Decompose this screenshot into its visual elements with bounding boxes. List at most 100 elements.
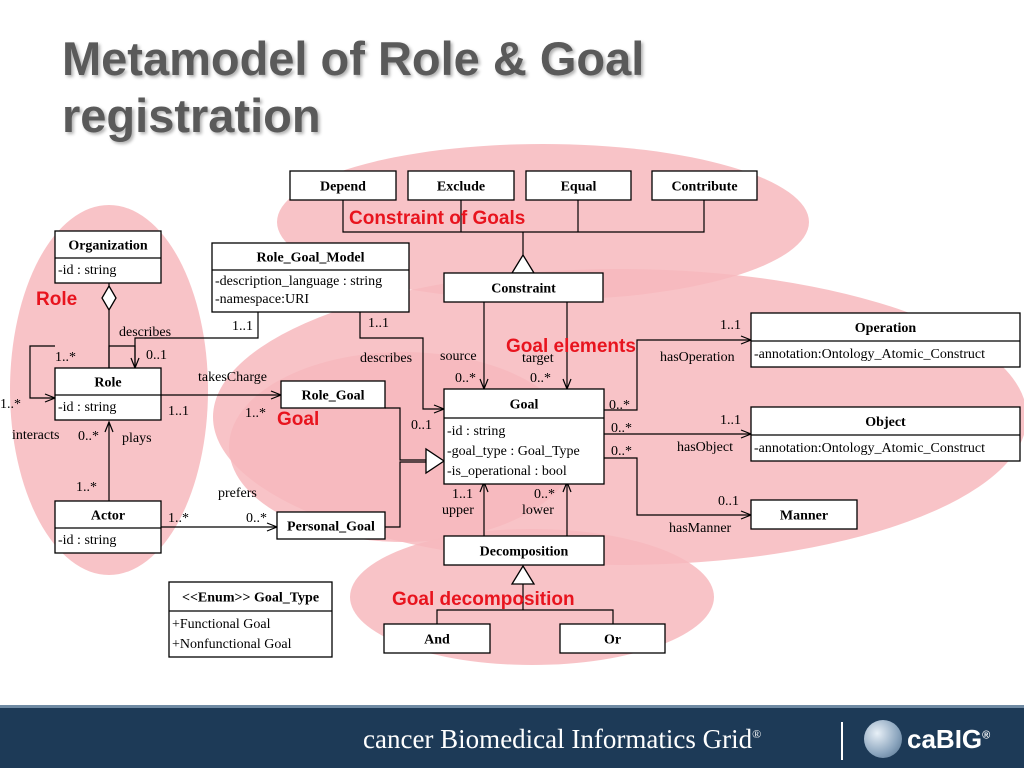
class-or-name: Or: [604, 633, 621, 648]
footer-org-name: cancer Biomedical Informatics Grid®: [363, 724, 761, 755]
class-object-name: Object: [865, 415, 906, 430]
class-equal-box: [525, 170, 632, 201]
edge-label: 0..*: [611, 444, 632, 459]
class-organization-attr: -id : string: [58, 263, 116, 278]
class-role-goal-model-name: Role_Goal_Model: [256, 251, 364, 266]
edge-label: 1..1: [452, 487, 473, 502]
class-goal-attr: -is_operational : bool: [447, 464, 567, 479]
edge-label: hasObject: [677, 440, 733, 455]
edge-label: 1..1: [232, 319, 253, 334]
class-actor-attr: -id : string: [58, 533, 116, 548]
region-label-constraint-of-goals: Constraint of Goals: [349, 208, 525, 229]
association-line: [359, 296, 444, 410]
edge-label: 1..1: [720, 318, 741, 333]
aggregation-diamond: [101, 284, 117, 312]
association-line: [134, 296, 259, 368]
class-actor-name: Actor: [91, 509, 125, 524]
class-equal: Equal: [525, 170, 632, 201]
class-role-box: [54, 367, 162, 421]
class-goal: Goal -id : string -goal_type : Goal_Type -i…: [443, 388, 605, 485]
class-organization-name: Organization: [68, 239, 148, 254]
class-goal-attr: -id : string: [447, 424, 505, 439]
class-and-box: [383, 623, 491, 654]
footer-org-text: cancer Biomedical Informatics Grid: [363, 724, 753, 754]
association-line: [385, 407, 426, 461]
class-personal-goal-box: [276, 511, 386, 540]
class-role-goal-model: Role_Goal_Model -description_language : s…: [211, 242, 410, 313]
class-contribute-name: Contribute: [671, 180, 737, 195]
edge-label: upper: [442, 503, 474, 518]
edge-label: 1..1: [720, 413, 741, 428]
class-object: Object -annotation:Ontology_Atomic_Constr…: [750, 406, 1021, 462]
cabig-globe-icon: [864, 720, 902, 758]
class-or-box: [559, 623, 666, 654]
edge-label: lower: [522, 503, 554, 518]
class-goal-type-enum-name: <<Enum>> Goal_Type: [182, 591, 319, 606]
association-line: [385, 461, 426, 528]
region-label-role: Role: [36, 289, 77, 310]
class-operation-name: Operation: [855, 321, 917, 336]
edge-label: 1..*: [76, 480, 97, 495]
edge-label: 0..1: [146, 348, 167, 363]
footer-bar: cancer Biomedical Informatics Grid® caBI…: [0, 705, 1024, 768]
class-operation-attr: -annotation:Ontology_Atomic_Construct: [754, 347, 985, 362]
class-and-name: And: [424, 633, 450, 648]
class-goal-name: Goal: [510, 398, 539, 413]
class-depend-box: [289, 170, 397, 201]
association-line: [604, 339, 751, 411]
class-and: And: [383, 623, 491, 654]
edge-label: 0..1: [411, 418, 432, 433]
class-role-goal-model-attr: -description_language : string: [215, 274, 382, 289]
edge-label: hasManner: [669, 521, 732, 536]
class-manner-box: [750, 499, 858, 530]
class-constraint-box: [443, 272, 604, 303]
class-depend-name: Depend: [320, 180, 366, 195]
class-actor: Actor -id : string: [54, 500, 162, 554]
footer-org-reg: ®: [752, 727, 762, 741]
region-label-goal-elements: Goal elements: [506, 336, 636, 357]
edge-label: hasOperation: [660, 350, 735, 365]
edge-label: takesCharge: [198, 370, 267, 385]
cabig-logo-text: caBIG: [907, 724, 983, 754]
edge-label: 0..*: [78, 429, 99, 444]
edge-label: prefers: [218, 486, 257, 501]
class-exclude: Exclude: [407, 170, 515, 201]
class-depend: Depend: [289, 170, 397, 201]
class-personal-goal: Personal_Goal: [276, 511, 386, 540]
class-exclude-box: [407, 170, 515, 201]
class-goal-attr: -goal_type : Goal_Type: [447, 444, 580, 459]
class-constraint: Constraint: [443, 272, 604, 303]
class-manner-name: Manner: [780, 509, 828, 524]
edge-label: plays: [122, 431, 152, 446]
edge-label: 1..*: [168, 511, 189, 526]
edge-label: 1..*: [0, 397, 21, 412]
class-role: Role-id : string: [54, 367, 162, 421]
edge-label: 0..*: [530, 371, 551, 386]
edge-label: 1..1: [368, 316, 389, 331]
association-line: [29, 345, 55, 399]
class-exclude-name: Exclude: [437, 180, 485, 195]
class-goal-box: [443, 388, 605, 485]
region-label-goal: Goal: [277, 409, 319, 430]
class-object-attr: -annotation:Ontology_Atomic_Construct: [754, 441, 985, 456]
class-or: Or: [559, 623, 666, 654]
class-role-goal-box: [280, 380, 386, 409]
class-goal-type-enum-attr: +Nonfunctional Goal: [172, 637, 292, 652]
class-role-goal-model-attr: -namespace:URI: [215, 292, 309, 307]
class-object-box: [750, 406, 1021, 462]
class-constraint-name: Constraint: [491, 282, 556, 297]
cabig-logo: caBIG®: [907, 724, 990, 755]
edge-label: 0..*: [246, 511, 267, 526]
edge-label: 1..1: [168, 404, 189, 419]
class-goal-type-enum: <<Enum>> Goal_Type +Functional Goal +Nonfu…: [168, 581, 333, 658]
class-goal-type-enum-attr: +Functional Goal: [172, 617, 271, 632]
class-actor-box: [54, 500, 162, 554]
edge-label: source: [440, 349, 477, 364]
generalization-triangle: [425, 447, 446, 475]
edge-label: 0..*: [609, 398, 630, 413]
class-manner: Manner: [750, 499, 858, 530]
generalization-triangle: [510, 564, 536, 585]
class-goal-type-enum-box: [168, 581, 333, 658]
region-label-goal-decomposition: Goal decomposition: [392, 589, 575, 610]
